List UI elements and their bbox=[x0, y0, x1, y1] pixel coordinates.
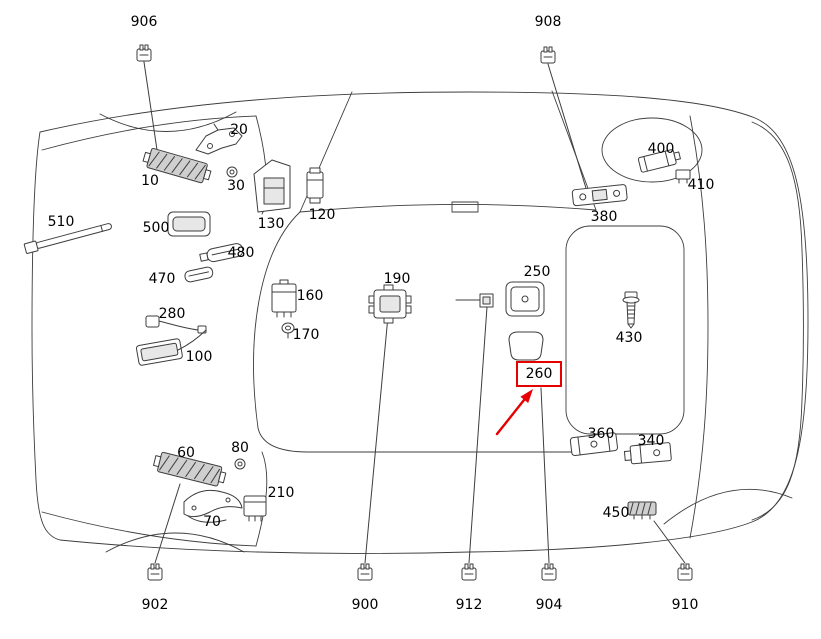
part-label-450[interactable]: 450 bbox=[602, 505, 630, 521]
part-label-280[interactable]: 280 bbox=[158, 306, 186, 322]
part-label-400[interactable]: 400 bbox=[647, 141, 675, 157]
connector-icon-900[interactable] bbox=[357, 563, 373, 581]
part-260-drawing bbox=[508, 331, 544, 361]
part-label-510[interactable]: 510 bbox=[47, 214, 75, 230]
part-label-410[interactable]: 410 bbox=[687, 177, 715, 193]
part-label-912[interactable]: 912 bbox=[455, 597, 483, 613]
part-250-drawing bbox=[505, 281, 545, 317]
part-480-drawing bbox=[199, 243, 244, 263]
part-450-drawing bbox=[627, 501, 657, 520]
part-label-902[interactable]: 902 bbox=[141, 597, 169, 613]
connector-icon-912[interactable] bbox=[461, 563, 477, 581]
part-label-906[interactable]: 906 bbox=[130, 14, 158, 30]
part-label-260[interactable]: 260 bbox=[525, 366, 553, 382]
part-label-500[interactable]: 500 bbox=[142, 220, 170, 236]
part-label-470[interactable]: 470 bbox=[148, 271, 176, 287]
part-label-250[interactable]: 250 bbox=[523, 264, 551, 280]
car-body-outline bbox=[31, 90, 809, 554]
connector-icon-910[interactable] bbox=[677, 563, 693, 581]
part-912-target-drawing bbox=[479, 293, 494, 308]
part-190-drawing bbox=[368, 284, 412, 324]
part-label-160[interactable]: 160 bbox=[296, 288, 324, 304]
connector-icon-906[interactable] bbox=[136, 44, 152, 62]
part-label-130[interactable]: 130 bbox=[257, 216, 285, 232]
highlight-box-260[interactable]: 260 bbox=[516, 361, 562, 387]
part-120-drawing bbox=[306, 167, 324, 204]
part-label-910[interactable]: 910 bbox=[671, 597, 699, 613]
part-100-drawing bbox=[135, 329, 207, 366]
connector-icon-904[interactable] bbox=[541, 563, 557, 581]
part-400-drawing bbox=[637, 149, 681, 173]
part-60-drawing bbox=[153, 451, 227, 487]
connector-icon-908[interactable] bbox=[540, 46, 556, 64]
part-360-drawing bbox=[569, 432, 619, 457]
part-label-60[interactable]: 60 bbox=[177, 445, 195, 461]
leader-lines bbox=[143, 61, 686, 564]
part-470-drawing bbox=[184, 266, 214, 283]
part-210-drawing bbox=[243, 495, 267, 522]
part-430-drawing bbox=[622, 291, 640, 329]
part-label-190[interactable]: 190 bbox=[383, 271, 411, 287]
part-10-drawing bbox=[142, 147, 212, 184]
part-380-drawing bbox=[571, 184, 628, 207]
part-label-70[interactable]: 70 bbox=[203, 514, 221, 530]
part-label-120[interactable]: 120 bbox=[308, 207, 336, 223]
part-label-80[interactable]: 80 bbox=[231, 440, 249, 456]
part-30-drawing bbox=[226, 166, 238, 178]
part-130-drawing bbox=[253, 159, 291, 213]
part-label-30[interactable]: 30 bbox=[227, 178, 245, 194]
part-410-drawing bbox=[675, 169, 691, 184]
part-label-908[interactable]: 908 bbox=[534, 14, 562, 30]
part-80-drawing bbox=[234, 458, 246, 470]
part-label-900[interactable]: 900 bbox=[351, 597, 379, 613]
part-label-480[interactable]: 480 bbox=[227, 245, 255, 261]
highlight-arrow bbox=[495, 389, 533, 436]
part-170-drawing bbox=[281, 322, 295, 339]
part-label-170[interactable]: 170 bbox=[292, 327, 320, 343]
part-label-10[interactable]: 10 bbox=[141, 173, 159, 189]
part-label-380[interactable]: 380 bbox=[590, 209, 618, 225]
part-160-drawing bbox=[271, 279, 297, 318]
connector-icon-902[interactable] bbox=[147, 563, 163, 581]
part-500-drawing bbox=[167, 211, 211, 237]
part-340-drawing bbox=[623, 442, 672, 465]
part-label-100[interactable]: 100 bbox=[185, 349, 213, 365]
part-label-430[interactable]: 430 bbox=[615, 330, 643, 346]
part-label-20[interactable]: 20 bbox=[230, 122, 248, 138]
part-20-drawing bbox=[195, 123, 243, 155]
part-label-340[interactable]: 340 bbox=[637, 433, 665, 449]
part-70-drawing bbox=[183, 489, 243, 523]
part-510-drawing bbox=[23, 223, 112, 254]
part-label-210[interactable]: 210 bbox=[267, 485, 295, 501]
part-label-360[interactable]: 360 bbox=[587, 426, 615, 442]
part-label-904[interactable]: 904 bbox=[535, 597, 563, 613]
